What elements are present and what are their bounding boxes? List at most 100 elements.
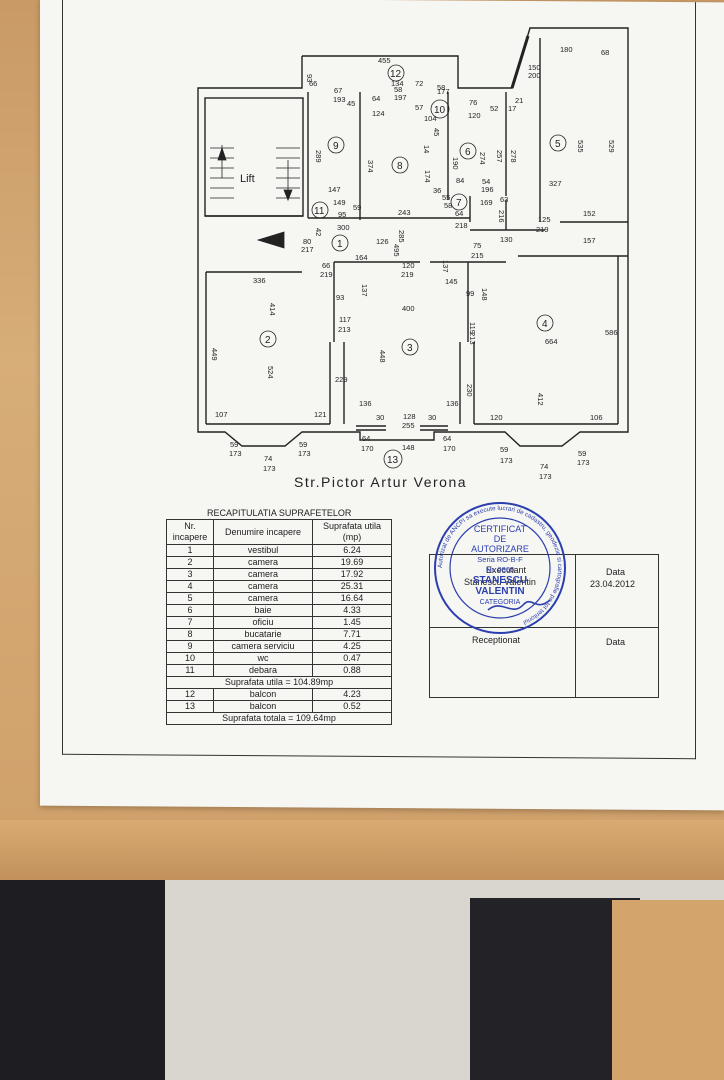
dimension-label: 170 bbox=[443, 444, 456, 453]
cell-room-name: baie bbox=[213, 604, 313, 617]
dimension-label: 124 bbox=[372, 109, 385, 118]
dimension-label: 174 bbox=[423, 170, 432, 183]
room-marker-8: 8 bbox=[391, 156, 409, 174]
dimension-label: 412 bbox=[536, 393, 545, 406]
dimension-label: 52 bbox=[490, 104, 498, 113]
cell-area: 25.31 bbox=[312, 580, 392, 593]
dimension-label: 180 bbox=[560, 45, 573, 54]
dimension-label: 173 bbox=[263, 464, 276, 473]
cell-room-number: 13 bbox=[166, 700, 214, 713]
cell-room-number: 4 bbox=[166, 580, 214, 593]
dimension-label: 136 bbox=[446, 399, 459, 408]
cell-area: 17.92 bbox=[312, 568, 392, 581]
svg-text:11: 11 bbox=[314, 206, 325, 217]
cell-room-number: 12 bbox=[166, 688, 214, 701]
signature-box: Executant Stanescu Valentin Data 23.04.2… bbox=[429, 554, 659, 698]
dimension-label: 336 bbox=[253, 276, 266, 285]
svg-text:1: 1 bbox=[337, 239, 343, 250]
room-marker-12: 12 bbox=[387, 64, 405, 82]
dimension-label: 193 bbox=[333, 95, 346, 104]
cell-area: 1.45 bbox=[312, 616, 392, 629]
dimension-label: 149 bbox=[333, 198, 346, 207]
dimension-label: 55 bbox=[442, 193, 450, 202]
dimension-label: 455 bbox=[378, 56, 391, 65]
dimension-label: 300 bbox=[337, 223, 350, 232]
dimension-label: 255 bbox=[402, 421, 415, 430]
dimension-label: 177 bbox=[437, 87, 450, 96]
stairs bbox=[210, 145, 300, 249]
dimension-label: 414 bbox=[268, 303, 277, 316]
stamp-line-8: CATEGORIA bbox=[480, 599, 521, 606]
dimension-label: 147 bbox=[328, 185, 341, 194]
dimension-label: 59 bbox=[500, 445, 508, 454]
dimension-label: 66 bbox=[309, 79, 317, 88]
cell-room-name: balcon bbox=[213, 688, 313, 701]
dimension-label: 169 bbox=[480, 198, 493, 207]
dimension-label: 121 bbox=[314, 410, 327, 419]
dimension-label: 495 bbox=[392, 244, 401, 257]
dimension-label: 230 bbox=[465, 384, 474, 397]
cell-room-number: 10 bbox=[166, 652, 214, 665]
dimension-label: 219 bbox=[320, 270, 333, 279]
header-usable-area: Suprafata utila (mp) bbox=[312, 519, 392, 545]
cell-room-number: 5 bbox=[166, 592, 214, 605]
dimension-label: 173 bbox=[500, 456, 513, 465]
dimension-label: 219 bbox=[401, 270, 414, 279]
dimension-label: 229 bbox=[335, 375, 348, 384]
recap-title: RECAPITULATIA SUPRAFETELOR bbox=[207, 508, 352, 518]
svg-text:7: 7 bbox=[456, 198, 462, 209]
dimension-label: 66 bbox=[322, 261, 330, 270]
dimension-label: 215 bbox=[471, 251, 484, 260]
room-marker-3: 3 bbox=[401, 338, 419, 356]
receptionat-label: Receptionat bbox=[472, 635, 521, 645]
room-marker-9: 9 bbox=[327, 136, 345, 154]
dimension-label: 21 bbox=[515, 96, 523, 105]
cell-room-number: 11 bbox=[166, 664, 214, 677]
dimension-label: 125 bbox=[538, 215, 551, 224]
cell-area: 4.33 bbox=[312, 604, 392, 617]
room-marker-10: 10 bbox=[430, 99, 450, 119]
cell-room-name: camera serviciu bbox=[213, 640, 313, 653]
cell-room-name: camera bbox=[213, 556, 313, 569]
dimension-label: 219 bbox=[536, 225, 549, 234]
dimension-label: 64 bbox=[455, 209, 463, 218]
dimension-label: 64 bbox=[443, 434, 451, 443]
walls bbox=[197, 27, 629, 447]
svg-text:9: 9 bbox=[333, 141, 339, 152]
cell-room-name: oficiu bbox=[213, 616, 313, 629]
dimension-label: 173 bbox=[229, 449, 242, 458]
person-leg-left bbox=[0, 880, 165, 1080]
dimension-label: 74 bbox=[540, 462, 548, 471]
room-marker-4: 4 bbox=[536, 314, 554, 332]
room-markers: 1 2 3 4 5 6 7 8 9 10 11 12 13 bbox=[259, 64, 567, 469]
dimension-label: 36 bbox=[433, 186, 441, 195]
dimension-label: 170 bbox=[361, 444, 374, 453]
dimension-label: 42 bbox=[314, 228, 323, 236]
dimension-label: 164 bbox=[355, 253, 368, 262]
dimension-label: 148 bbox=[480, 288, 489, 301]
room-marker-2: 2 bbox=[259, 330, 277, 348]
dimension-label: 54 bbox=[482, 177, 490, 186]
cell-room-number: 8 bbox=[166, 628, 214, 641]
dimension-label: 57 bbox=[415, 103, 423, 112]
subtotal-row: Suprafata utila = 104.89mp bbox=[166, 676, 392, 689]
stamp-line-6: STANESCU bbox=[473, 575, 527, 586]
dimension-label: 586 bbox=[605, 328, 618, 337]
signature-scribble bbox=[487, 599, 551, 611]
dimension-label: 213 bbox=[338, 325, 351, 334]
area-summary-table: Nr. incapere Denumire incapere Suprafata… bbox=[166, 519, 392, 725]
dimension-label: 374 bbox=[366, 160, 375, 173]
dimension-label: 173 bbox=[577, 458, 590, 467]
dimension-label: 75 bbox=[473, 241, 481, 250]
cell-room-number: 9 bbox=[166, 640, 214, 653]
dimension-label: 157 bbox=[583, 236, 596, 245]
header-room-name: Denumire incapere bbox=[213, 519, 313, 545]
street-name: Str.Pictor Artur Verona bbox=[294, 474, 468, 490]
dimension-label: 197 bbox=[394, 93, 407, 102]
cell-area: 4.25 bbox=[312, 640, 392, 653]
dimension-label: 17 bbox=[508, 104, 516, 113]
